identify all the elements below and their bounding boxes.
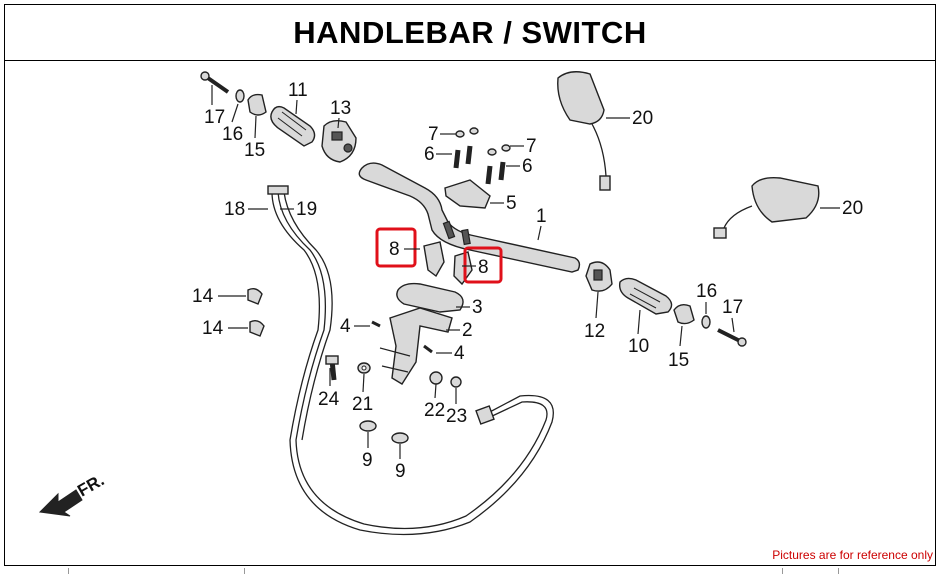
- callout-14-second: 14: [202, 318, 224, 339]
- callout-7-second: 7: [526, 136, 537, 157]
- holder-bolts-part: [453, 127, 511, 185]
- right-mirror-part: [713, 176, 820, 239]
- callout-6: 6: [424, 144, 435, 165]
- callout-6-second: 6: [522, 156, 533, 177]
- callout-14: 14: [192, 286, 214, 307]
- callout-labels: 17 16 15 11 13 18 19 14 14 7 6 7 6 5 1: [192, 80, 863, 482]
- throttle-cables-part: [267, 185, 554, 536]
- callout-8-second: 8: [478, 257, 489, 278]
- callout-10: 10: [628, 336, 649, 357]
- handlebar-cover-part: [396, 282, 464, 313]
- callout-19: 19: [296, 199, 317, 220]
- cable-clamps-part: [247, 287, 265, 337]
- callout-9: 9: [362, 450, 373, 471]
- mount-hardware-part: [325, 355, 462, 444]
- page-title: HANDLEBAR / SWITCH: [293, 14, 647, 50]
- left-washer-part: [235, 89, 245, 103]
- right-handle-switch-part: [585, 261, 613, 292]
- highlight-box-part-8-second: [463, 246, 503, 284]
- left-bar-end-weight-part: [247, 93, 267, 116]
- callout-5: 5: [506, 193, 517, 214]
- callout-9-second: 9: [395, 461, 406, 482]
- callout-20: 20: [632, 108, 653, 129]
- callout-24: 24: [318, 389, 340, 410]
- callout-8: 8: [389, 239, 400, 260]
- callout-17: 17: [204, 107, 225, 128]
- callout-12: 12: [584, 321, 605, 342]
- callout-18: 18: [224, 199, 245, 220]
- callout-17-right: 17: [722, 297, 743, 318]
- callout-4: 4: [340, 316, 351, 337]
- highlight-box-part-8: [375, 227, 417, 268]
- front-direction-arrow-icon: FR.: [38, 470, 107, 517]
- right-bar-end-weight-part: [673, 303, 695, 325]
- callout-11: 11: [288, 80, 308, 101]
- callout-1: 1: [536, 206, 547, 227]
- small-screws-part: [371, 320, 433, 354]
- callout-23: 23: [446, 406, 467, 427]
- callout-4-second: 4: [454, 343, 465, 364]
- callout-15-right: 15: [668, 350, 689, 371]
- callout-13: 13: [330, 98, 351, 119]
- callout-22: 22: [424, 400, 445, 421]
- right-end-screw-part: [717, 328, 747, 347]
- callout-21: 21: [352, 394, 373, 415]
- callout-7: 7: [428, 124, 439, 145]
- left-end-screw-part: [200, 71, 230, 94]
- right-washer-part: [701, 315, 711, 329]
- reference-note: Pictures are for reference only: [772, 548, 933, 562]
- callout-20-second: 20: [842, 198, 863, 219]
- handlebar-part: [358, 162, 581, 273]
- throttle-grip-part: [618, 277, 673, 315]
- upper-holder-part: [444, 179, 491, 209]
- callout-16: 16: [222, 124, 243, 145]
- left-handle-switch-part: [321, 119, 357, 163]
- lower-holder-part: [423, 241, 473, 286]
- title-bar: HANDLEBAR / SWITCH: [5, 5, 935, 61]
- left-mirror-part: [557, 71, 611, 191]
- callout-3: 3: [472, 297, 483, 318]
- callout-16-right: 16: [696, 281, 717, 302]
- meter-bracket-part: [379, 307, 453, 385]
- left-grip-part: [270, 105, 316, 147]
- diagram-frame: HANDLEBAR / SWITCH: [4, 4, 936, 566]
- callout-2: 2: [462, 320, 473, 341]
- callout-15: 15: [244, 140, 265, 161]
